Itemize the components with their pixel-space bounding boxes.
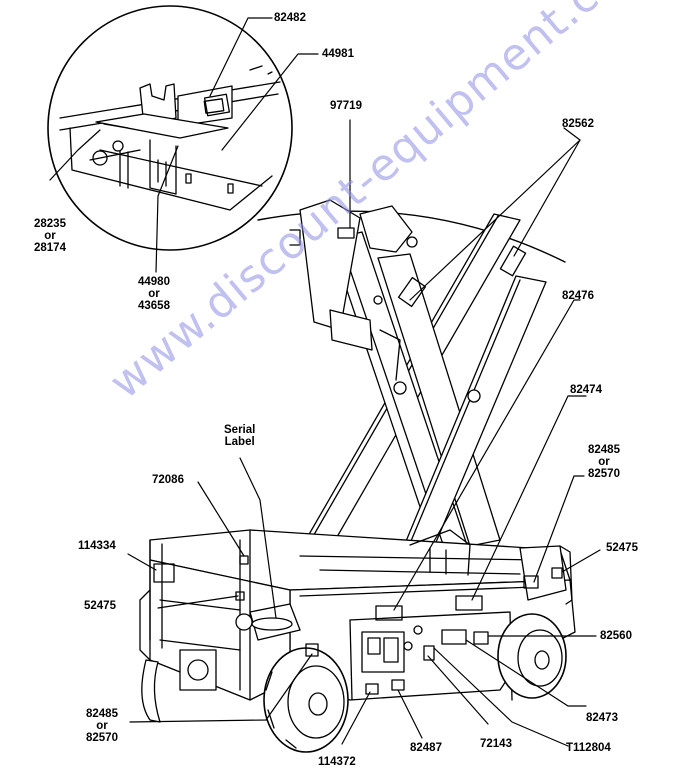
part-label-97719: 97719 bbox=[330, 100, 362, 112]
part-label-82560: 82560 bbox=[600, 630, 632, 642]
part-label-114372: 114372 bbox=[318, 756, 356, 768]
wheel-front-right bbox=[498, 614, 566, 698]
part-label-52475-right: 52475 bbox=[606, 542, 638, 554]
decals bbox=[154, 94, 562, 694]
part-label-82487: 82487 bbox=[410, 742, 442, 754]
part-label-52475-left: 52475 bbox=[84, 600, 116, 612]
wheel-rear-left bbox=[142, 660, 160, 722]
part-label-72143: 72143 bbox=[480, 738, 512, 750]
part-label-T112804: T112804 bbox=[566, 742, 611, 754]
part-label-82482: 82482 bbox=[274, 12, 306, 24]
part-label-114334: 114334 bbox=[78, 540, 116, 552]
part-label-72086: 72086 bbox=[152, 474, 184, 486]
part-label-44981: 44981 bbox=[322, 48, 354, 60]
platform-arc bbox=[258, 211, 565, 262]
leader-lines bbox=[50, 18, 600, 746]
part-label-82473: 82473 bbox=[586, 712, 618, 724]
part-label-82476: 82476 bbox=[562, 290, 594, 302]
part-label-82474: 82474 bbox=[570, 384, 602, 396]
detail-inset bbox=[48, 6, 292, 250]
wheel-front-left bbox=[264, 648, 348, 752]
part-label-82562: 82562 bbox=[562, 118, 594, 130]
